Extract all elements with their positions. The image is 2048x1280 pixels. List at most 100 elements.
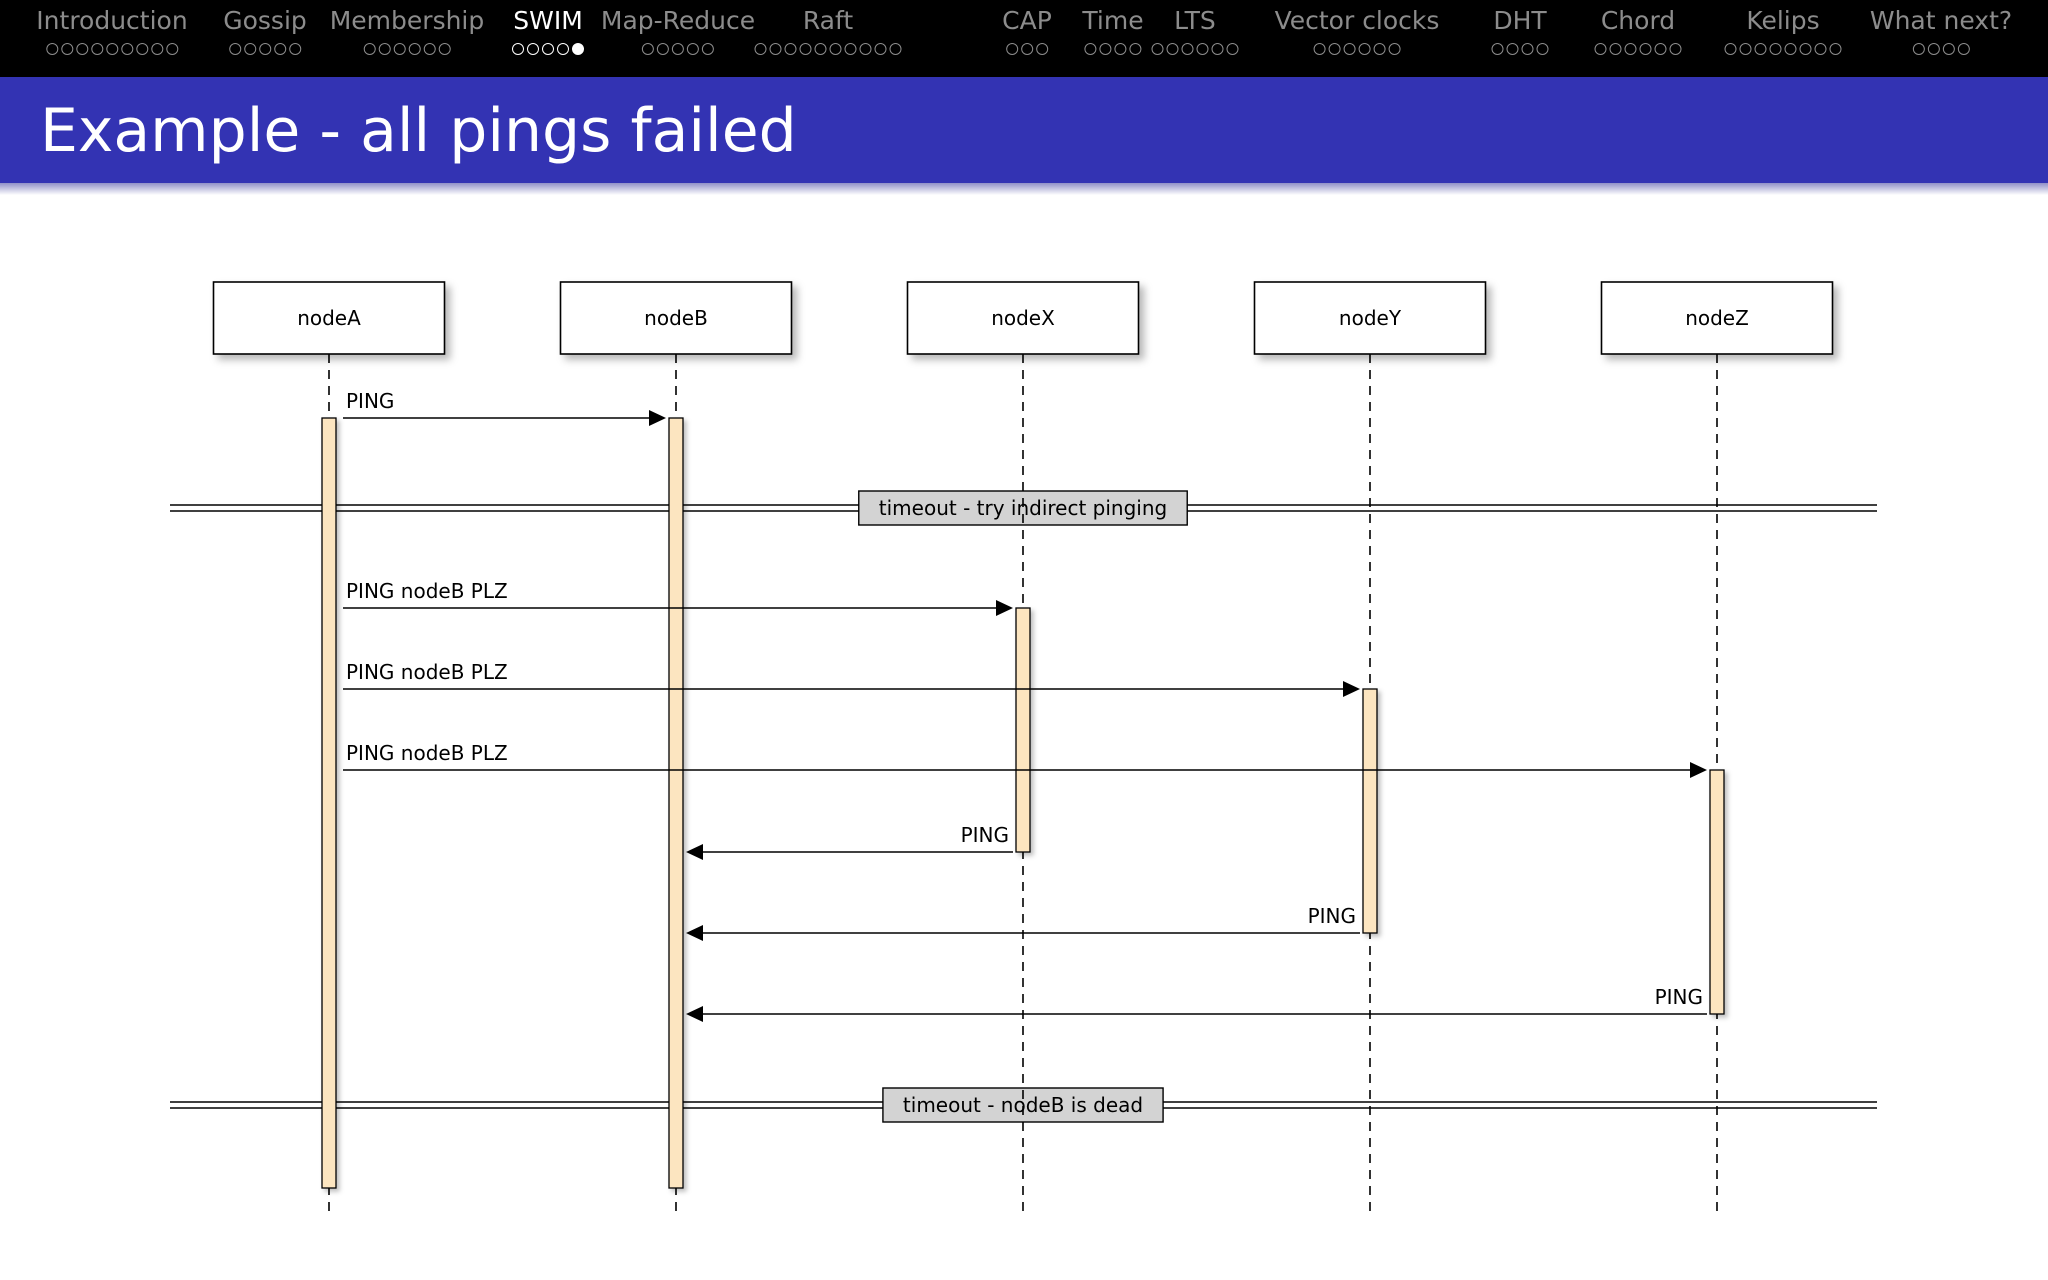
nav-frame-dot[interactable] (829, 43, 842, 55)
nav-section-label[interactable]: Introduction (36, 6, 188, 35)
nav-frame-dot[interactable] (1491, 43, 1504, 55)
nav-frame-dot[interactable] (408, 43, 421, 55)
nav-frame-dot[interactable] (1099, 43, 1112, 55)
nav-section-label[interactable]: Chord (1600, 6, 1676, 35)
nav-frame-dot[interactable] (1373, 43, 1386, 55)
nav-frame-dot[interactable] (1035, 43, 1048, 55)
nav-section-gossip[interactable]: Gossip (223, 6, 307, 57)
nav-frame-dot[interactable] (1388, 43, 1401, 55)
nav-frame-dot[interactable] (1506, 43, 1519, 55)
nav-frame-dot[interactable] (1814, 43, 1827, 55)
nav-frame-dot[interactable] (702, 43, 714, 55)
nav-frame-dot[interactable] (288, 43, 301, 55)
nav-frame-dot[interactable] (1196, 43, 1209, 55)
nav-frame-dot[interactable] (859, 43, 872, 55)
nav-frame-dot[interactable] (1151, 43, 1164, 55)
nav-frame-dot[interactable] (769, 43, 782, 55)
nav-section-label[interactable]: CAP (1002, 6, 1052, 35)
nav-section-cap[interactable]: CAP (1002, 6, 1052, 57)
nav-frame-dot[interactable] (378, 43, 391, 55)
nav-section-label[interactable]: Membership (329, 6, 485, 35)
nav-frame-dot[interactable] (657, 43, 669, 55)
nav-section-map-reduce[interactable]: Map-Reduce (601, 6, 755, 57)
nav-frame-dot[interactable] (557, 43, 569, 55)
nav-frame-dot[interactable] (61, 43, 73, 55)
nav-frame-dot[interactable] (844, 43, 857, 55)
nav-section-label[interactable]: SWIM (513, 6, 583, 35)
nav-section-chord[interactable]: Chord (1594, 6, 1682, 57)
nav-frame-dot[interactable] (1639, 43, 1652, 55)
nav-frame-dot[interactable] (1927, 43, 1940, 55)
nav-frame-dot[interactable] (393, 43, 406, 55)
nav-frame-dot[interactable] (76, 43, 88, 55)
nav-frame-dot[interactable] (687, 43, 699, 55)
nav-frame-dot[interactable] (136, 43, 148, 55)
nav-frame-dot[interactable] (1654, 43, 1667, 55)
nav-frame-dot[interactable] (273, 43, 286, 55)
nav-section-lts[interactable]: LTS (1151, 6, 1239, 57)
nav-frame-dot[interactable] (1769, 43, 1782, 55)
nav-section-dht[interactable]: DHT (1491, 6, 1549, 57)
nav-frame-dot[interactable] (423, 43, 436, 55)
nav-section-time[interactable]: Time (1082, 6, 1144, 57)
nav-frame-dot[interactable] (1829, 43, 1842, 55)
nav-section-label[interactable]: LTS (1174, 6, 1216, 35)
nav-section-kelips[interactable]: Kelips (1724, 6, 1842, 57)
nav-frame-dot-current[interactable] (572, 43, 584, 55)
nav-frame-dot[interactable] (889, 43, 902, 55)
nav-frame-dot[interactable] (1211, 43, 1224, 55)
nav-frame-dot[interactable] (642, 43, 654, 55)
nav-section-membership[interactable]: Membership (329, 6, 485, 57)
nav-frame-dot[interactable] (542, 43, 554, 55)
nav-frame-dot[interactable] (243, 43, 256, 55)
nav-section-what-next[interactable]: What next? (1870, 6, 2012, 57)
nav-frame-dot[interactable] (1129, 43, 1142, 55)
nav-frame-dot[interactable] (1624, 43, 1637, 55)
nav-section-label[interactable]: Time (1082, 6, 1144, 35)
nav-frame-dot[interactable] (1784, 43, 1797, 55)
nav-section-raft[interactable]: Raft (754, 6, 902, 57)
nav-frame-dot[interactable] (166, 43, 178, 55)
nav-frame-dot[interactable] (1226, 43, 1239, 55)
nav-frame-dot[interactable] (438, 43, 451, 55)
nav-section-label[interactable]: What next? (1869, 6, 2013, 35)
nav-frame-dot[interactable] (363, 43, 376, 55)
nav-frame-dot[interactable] (784, 43, 797, 55)
nav-frame-dot[interactable] (1521, 43, 1534, 55)
nav-frame-dot[interactable] (874, 43, 887, 55)
nav-frame-dot[interactable] (1724, 43, 1737, 55)
nav-frame-dot[interactable] (1609, 43, 1622, 55)
nav-frame-dot[interactable] (91, 43, 103, 55)
nav-frame-dot[interactable] (1328, 43, 1341, 55)
nav-section-vector-clocks[interactable]: Vector clocks (1274, 6, 1440, 57)
nav-frame-dot[interactable] (1594, 43, 1607, 55)
nav-frame-dot[interactable] (1739, 43, 1752, 55)
nav-frame-dot[interactable] (106, 43, 118, 55)
nav-frame-dot[interactable] (799, 43, 812, 55)
nav-frame-dot[interactable] (754, 43, 767, 55)
nav-frame-dot[interactable] (121, 43, 133, 55)
nav-frame-dot[interactable] (1957, 43, 1970, 55)
nav-frame-dot[interactable] (672, 43, 684, 55)
nav-frame-dot[interactable] (151, 43, 163, 55)
nav-frame-dot[interactable] (1343, 43, 1356, 55)
nav-frame-dot[interactable] (1942, 43, 1955, 55)
nav-frame-dot[interactable] (512, 43, 524, 55)
nav-section-label[interactable]: Vector clocks (1274, 6, 1440, 35)
nav-section-introduction[interactable]: Introduction (36, 6, 188, 57)
nav-frame-dot[interactable] (1799, 43, 1812, 55)
nav-frame-dot[interactable] (1536, 43, 1549, 55)
nav-frame-dot[interactable] (228, 43, 241, 55)
nav-frame-dot[interactable] (46, 43, 58, 55)
nav-frame-dot[interactable] (1166, 43, 1179, 55)
nav-frame-dot[interactable] (1754, 43, 1767, 55)
nav-frame-dot[interactable] (1084, 43, 1097, 55)
nav-frame-dot[interactable] (1005, 43, 1018, 55)
nav-section-swim[interactable]: SWIM (512, 6, 584, 57)
nav-frame-dot[interactable] (1114, 43, 1127, 55)
nav-section-label[interactable]: Kelips (1746, 6, 1820, 35)
nav-section-label[interactable]: Map-Reduce (600, 6, 756, 35)
nav-section-label[interactable]: DHT (1493, 6, 1547, 35)
nav-frame-dot[interactable] (814, 43, 827, 55)
nav-frame-dot[interactable] (1181, 43, 1194, 55)
